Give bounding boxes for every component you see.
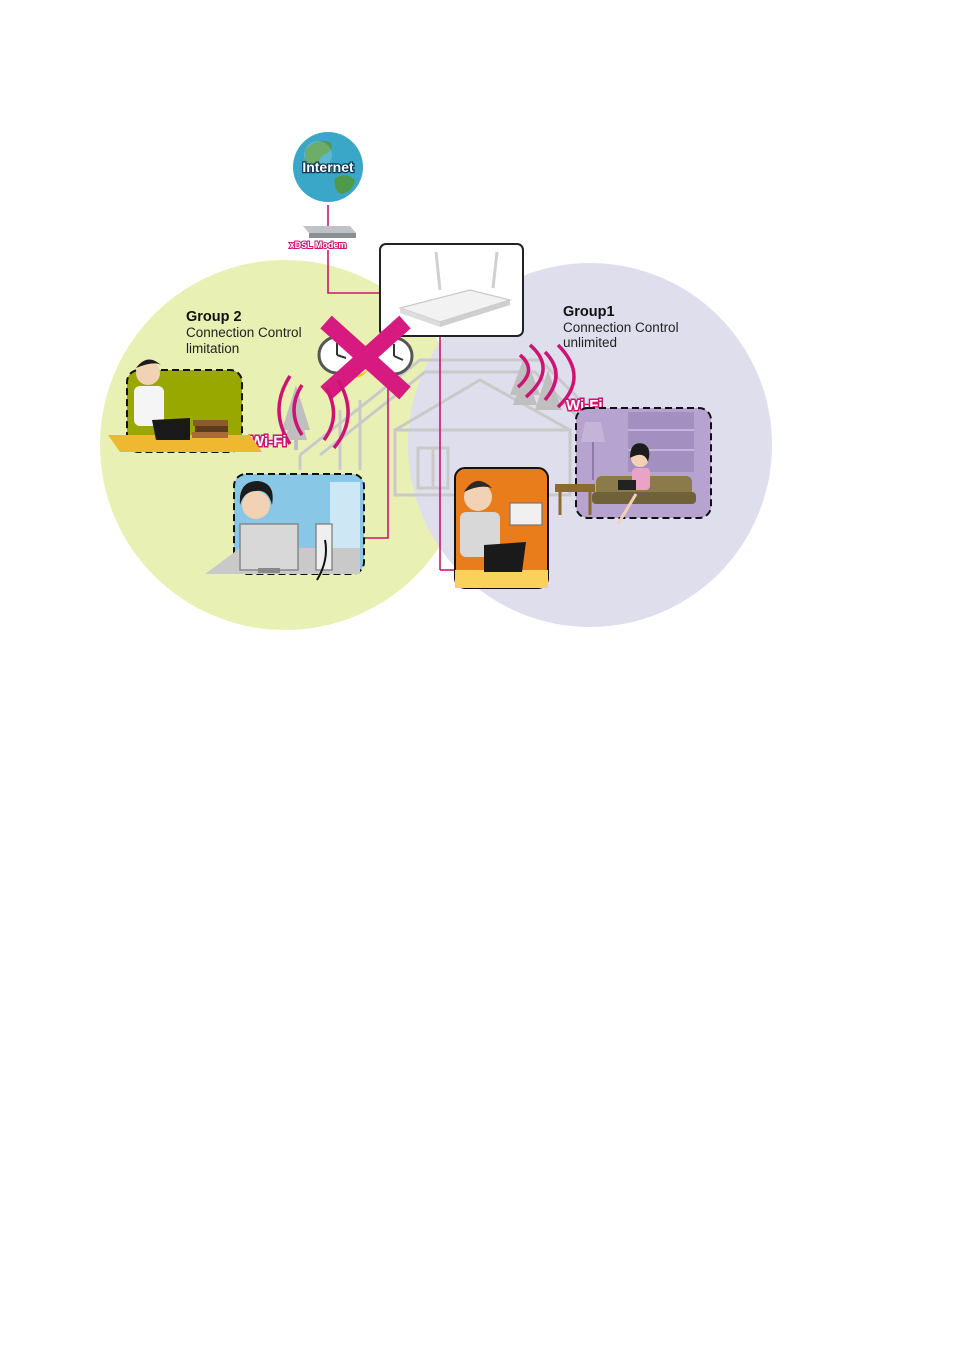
group1-line2: unlimited [563,335,617,350]
group1-line1: Connection Control [563,320,679,335]
globe-icon [293,132,363,202]
group2-title: Group 2 [186,309,242,325]
wifi-waves-icon [277,375,350,450]
sofa-laptop-scene [555,407,712,525]
group2-line2: limitation [186,341,239,356]
internet-label: Internet [302,159,354,175]
tree-icon [510,355,562,410]
wifi-left-label: Wi-Fi [250,433,287,450]
desktop-user-scene [205,473,365,581]
laptop-printer-scene [454,467,549,589]
group1-title: Group1 [563,304,615,320]
student-laptop-scene [108,359,262,453]
group2-line1: Connection Control [186,325,302,340]
modem-label: xDSL Modem [290,240,347,250]
wifi-waves-icon [516,343,576,409]
access-point-icon [397,251,513,327]
modem-icon [303,226,356,238]
